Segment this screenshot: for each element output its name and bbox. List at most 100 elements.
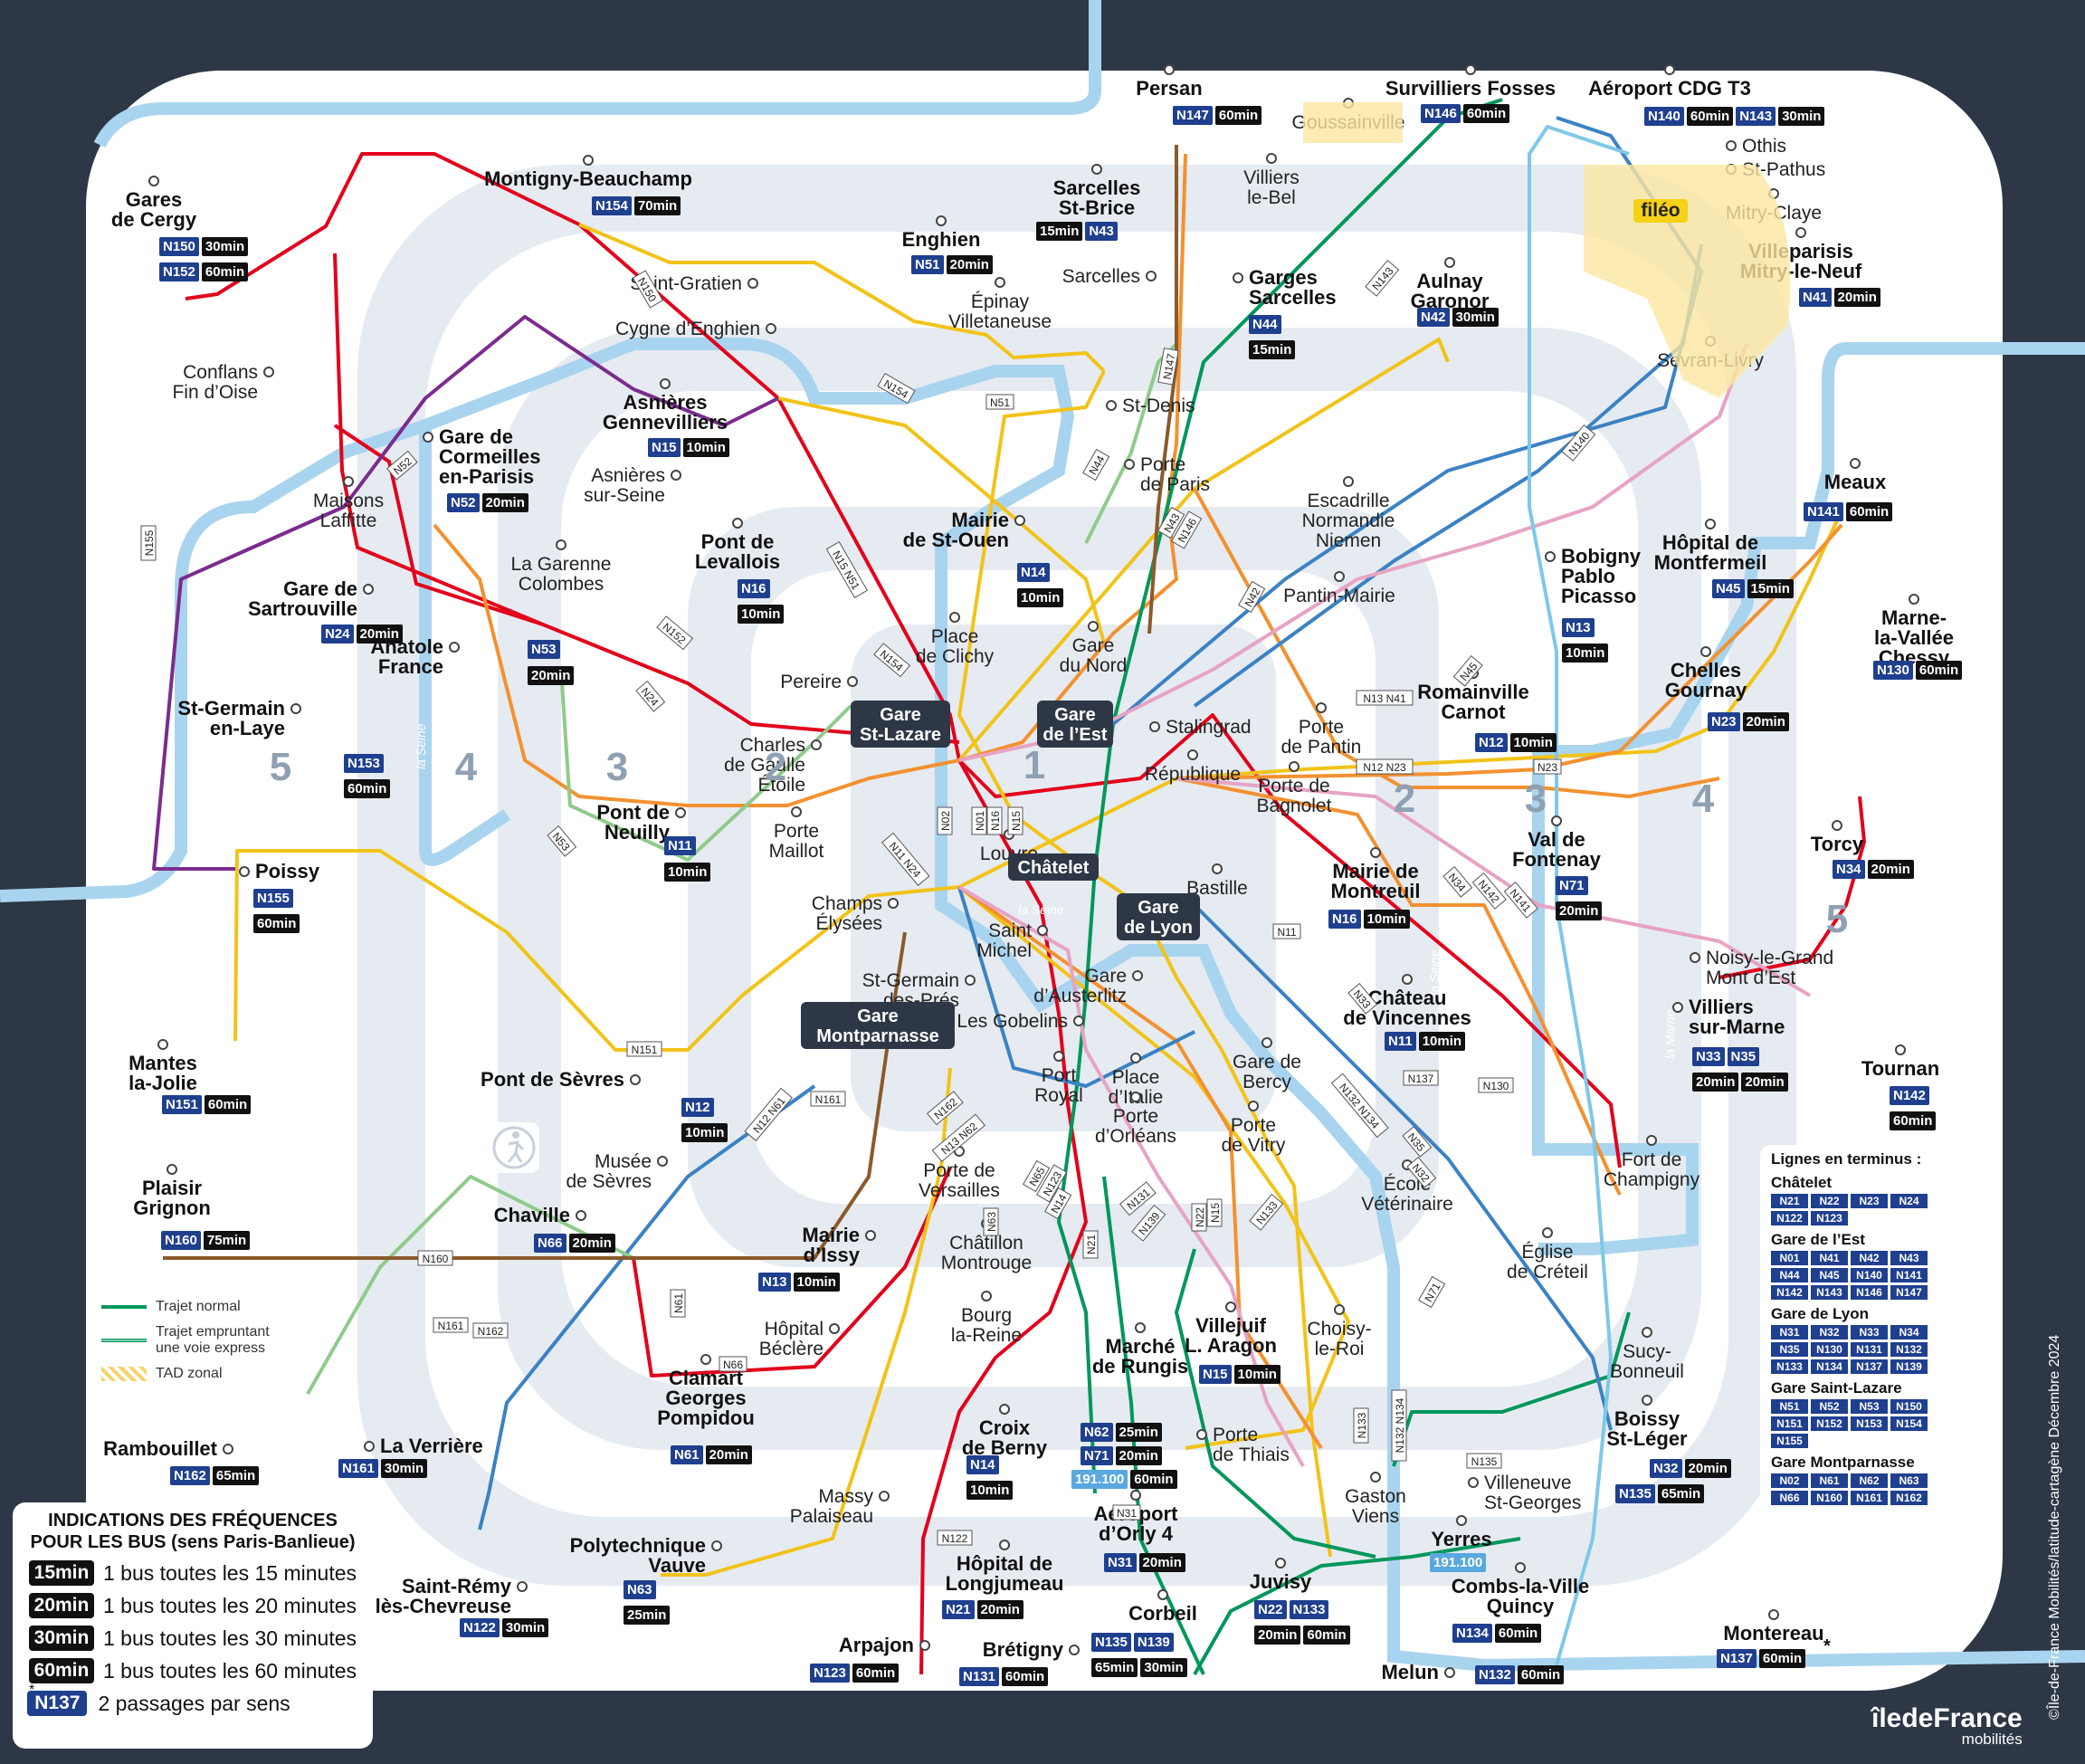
- station-bastille: Bastille: [1186, 878, 1248, 899]
- route-number-text: N15: [1010, 811, 1023, 831]
- legend-normal: Trajet normal: [101, 1299, 299, 1315]
- station-label-line: Rambouillet: [103, 1437, 218, 1460]
- route-number-box: [1249, 1193, 1284, 1231]
- line-legend: Trajet normal Trajet empruntant une voie…: [90, 1290, 299, 1409]
- line-number-badge: N15: [1199, 1365, 1232, 1384]
- station-dot-porte-thiais: [1196, 1429, 1207, 1440]
- station-label-line: Maillot: [769, 841, 824, 862]
- route-number-label: N31: [1112, 1504, 1141, 1521]
- terminus-title: Lignes en terminus :: [1771, 1150, 1922, 1168]
- station-label-line: d’Orléans: [1095, 1126, 1176, 1147]
- station-label-line: d’Austerlitz: [1033, 986, 1127, 1006]
- station-label-line: Fin d’Oise: [172, 382, 258, 403]
- badge-yerres: 191.100: [1430, 1553, 1487, 1572]
- terminus-line-badge: N45: [1811, 1268, 1848, 1282]
- frequency-badge: 30min: [501, 1618, 549, 1637]
- line-number-badge: N43: [1085, 222, 1118, 241]
- station-label-line: Gare de: [439, 425, 513, 448]
- station-label-line: d’Orly 4: [1099, 1522, 1174, 1545]
- line-number-badge: N140: [1644, 107, 1684, 126]
- terminus-line-badge: N31: [1771, 1325, 1808, 1340]
- terminus-line-badge: N24: [1890, 1194, 1928, 1208]
- route-number-label: N02: [937, 806, 953, 835]
- legend-tad-label: TAD zonal: [156, 1366, 223, 1381]
- station-dot-mairie-issy: [865, 1230, 876, 1241]
- line-number-badge: N141: [1804, 502, 1843, 521]
- frequency-badge: 60min: [1303, 1626, 1350, 1645]
- route-number-box: [931, 1113, 985, 1162]
- zone-label-z3e: 3: [1525, 777, 1547, 821]
- station-sucy: Sucy-Bonneuil: [1610, 1341, 1684, 1382]
- line-number-badge: N53: [528, 640, 560, 659]
- line-number-badge: N134: [1452, 1624, 1492, 1643]
- station-torcy: Torcy: [1811, 833, 1864, 855]
- badge-neuilly2: 10min: [664, 863, 711, 882]
- station-dot-polytechnique: [711, 1540, 722, 1551]
- station-label-line: Sarcelles: [1053, 176, 1141, 199]
- zone-label-z2e: 2: [1394, 777, 1415, 821]
- station-label-line: Yerres: [1431, 1528, 1491, 1550]
- station-dot-asnieres-genn: [660, 378, 671, 389]
- hub-label-line: Gare: [857, 1006, 899, 1026]
- station-label-line: de Créteil: [1507, 1262, 1588, 1282]
- bus-route-pink: [957, 885, 1305, 1467]
- station-dot-champigny: [1646, 1135, 1657, 1146]
- station-label-line: Porte de: [923, 1160, 995, 1181]
- station-label-line: Bobigny: [1561, 545, 1642, 567]
- station-label-line: Gournay: [1665, 679, 1747, 701]
- station-label-line: Enghien: [902, 228, 981, 251]
- hub-label-line: Gare: [1054, 705, 1096, 725]
- station-dot-villejuif: [1225, 1302, 1236, 1312]
- terminus-line-badge: N134: [1811, 1359, 1848, 1374]
- station-label-line: St-Germain: [177, 697, 285, 720]
- terminus-line-badge: N02: [1771, 1473, 1808, 1488]
- frequency-badge: 25min: [624, 1606, 671, 1625]
- station-label-line: Montrouge: [941, 1253, 1032, 1273]
- station-gobelins: Les Gobelins: [957, 1011, 1068, 1032]
- frequency-badge: 20min: [481, 493, 528, 512]
- line-number-badge: N135: [1615, 1484, 1655, 1503]
- frequency-badge: 10min: [664, 863, 711, 882]
- route-number-label: N155: [140, 525, 157, 561]
- frequency-badge: 20min: [705, 1445, 752, 1464]
- station-label-line: Picasso: [1561, 585, 1636, 607]
- station-label-line: Hôpital: [765, 1319, 824, 1340]
- route-number-text: N162: [478, 1325, 504, 1338]
- station-label-line: Épinay: [971, 291, 1030, 312]
- route-number-label: N13 N41: [1356, 690, 1414, 706]
- terminus-line-badge: N141: [1890, 1268, 1928, 1282]
- station-label-line: Versailles: [919, 1180, 1000, 1201]
- bus-route-blue: [1111, 116, 1703, 726]
- line-number-badge: N21: [942, 1600, 975, 1619]
- terminus-group-title: Gare Montparnasse: [1771, 1454, 1915, 1471]
- line-number-badge: N123: [810, 1664, 850, 1683]
- frequency-badge: 30min: [1778, 107, 1825, 126]
- line-number-badge: N45: [1712, 579, 1745, 598]
- legend-express-swatch: [101, 1339, 147, 1342]
- frequency-badge: 20min: [1742, 712, 1789, 731]
- route-number-box: [1007, 806, 1023, 835]
- station-label-line: Mairie de: [1332, 860, 1418, 882]
- frequency-badge: 30min: [201, 237, 249, 256]
- station-label-line: Étoile: [757, 775, 805, 796]
- station-label-line: Champigny: [1604, 1169, 1700, 1190]
- route-number-box: [1157, 348, 1179, 386]
- line-number-badge: N24: [321, 625, 354, 644]
- station-label-line: Palaiseau: [790, 1506, 873, 1527]
